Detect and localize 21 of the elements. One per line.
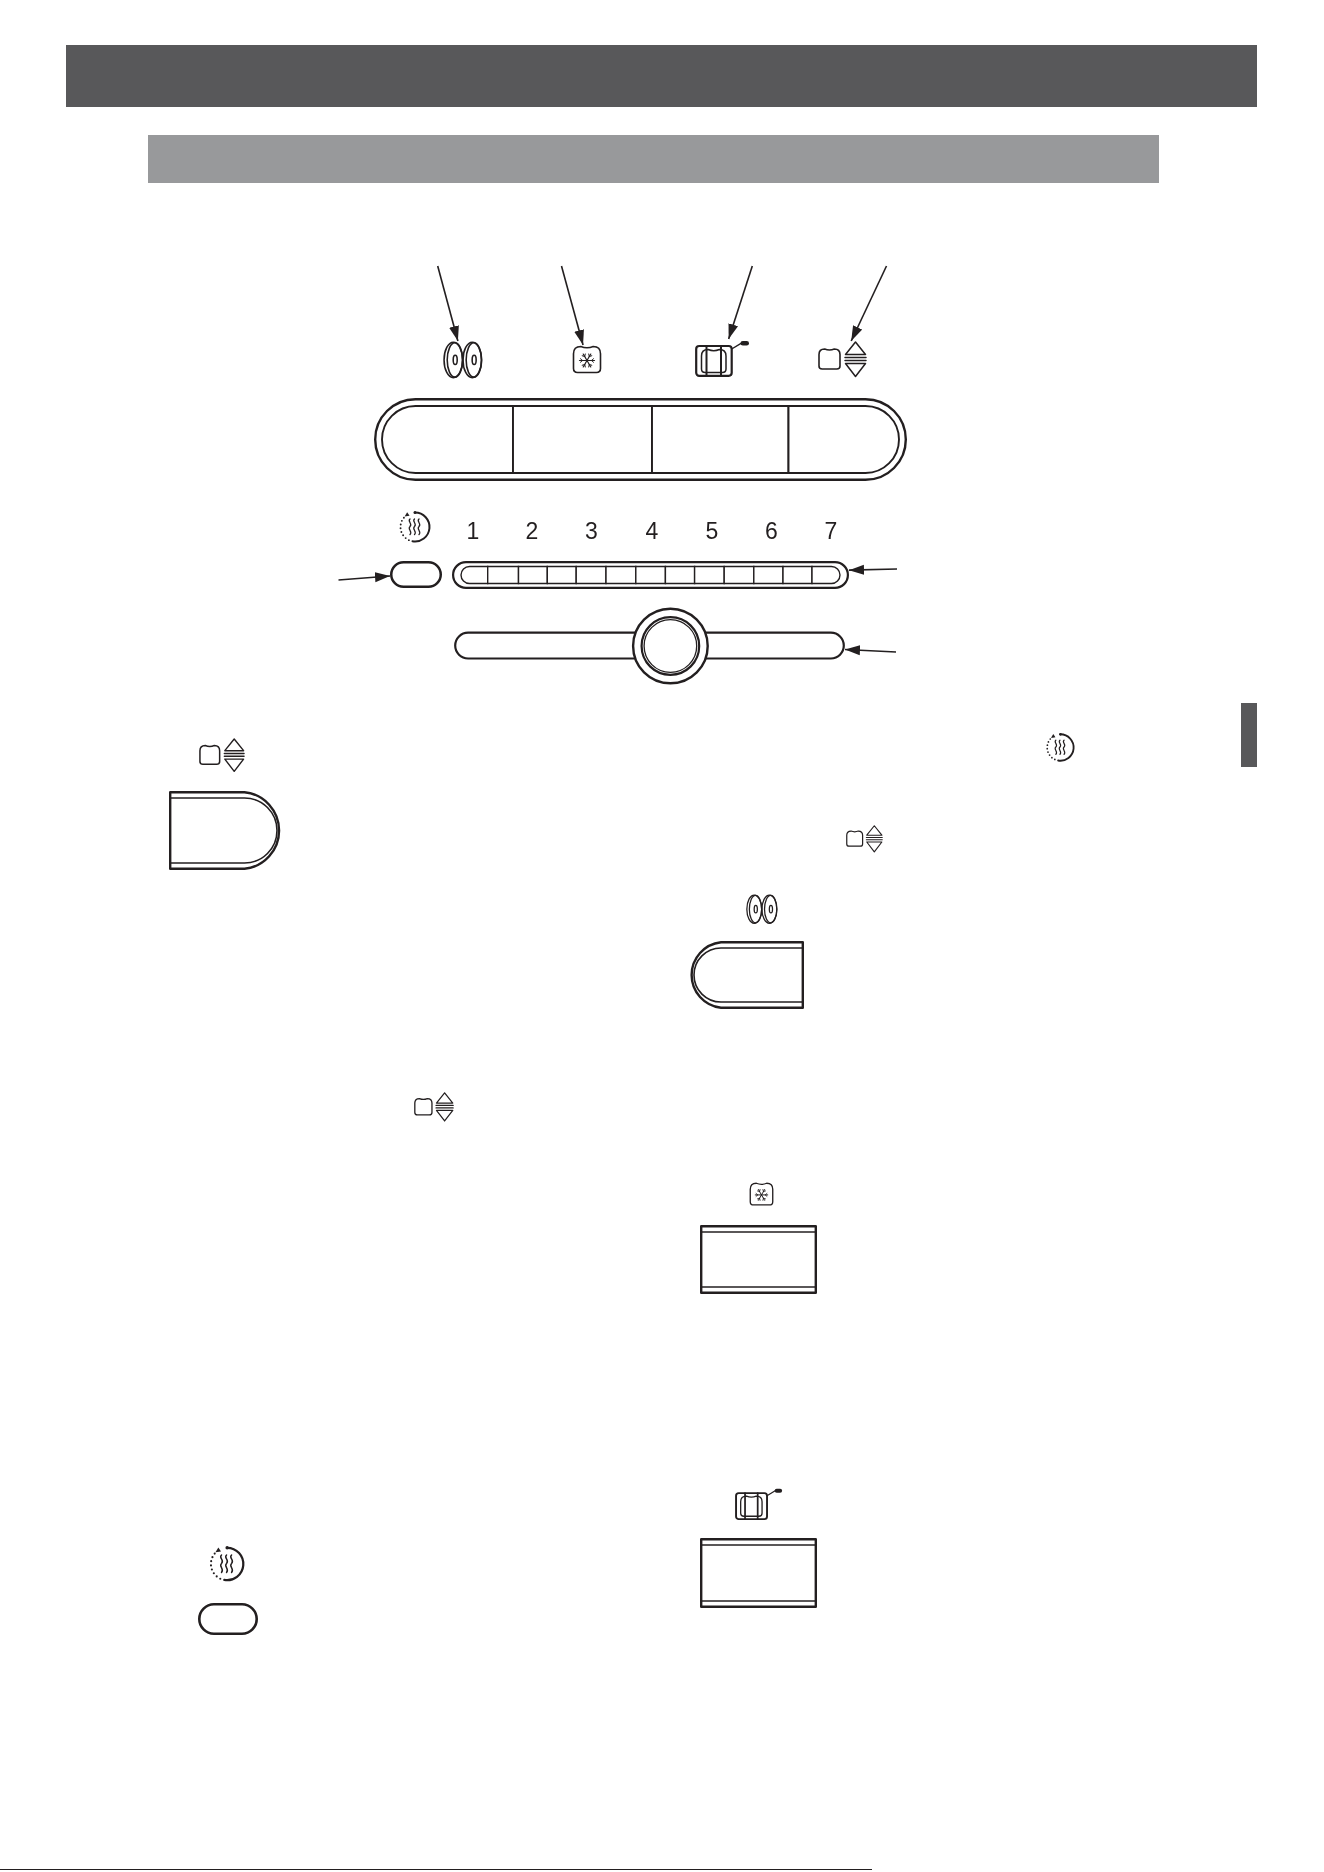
scale-number: 2 bbox=[525, 520, 539, 543]
scale-number: 5 bbox=[705, 520, 719, 543]
indicator-bar bbox=[452, 561, 849, 589]
scale-number: 6 bbox=[765, 520, 778, 543]
arrow bbox=[560, 265, 584, 346]
arrow bbox=[848, 564, 898, 575]
arrow bbox=[337, 572, 391, 583]
scale-number: 1 bbox=[466, 520, 480, 543]
snowflake-bread-icon bbox=[572, 345, 602, 374]
scale-number: 3 bbox=[585, 520, 598, 543]
bagel-icon bbox=[443, 341, 483, 379]
arrow bbox=[436, 265, 459, 342]
scale-number: 7 bbox=[824, 520, 838, 543]
arrow bbox=[727, 265, 754, 340]
scale-number: 4 bbox=[645, 520, 659, 543]
arrow bbox=[844, 645, 897, 656]
bread-up-down-icon bbox=[818, 341, 867, 378]
toast-lever-icon bbox=[695, 339, 750, 377]
pill-button bbox=[390, 561, 442, 588]
slider bbox=[454, 607, 845, 685]
arrow bbox=[850, 265, 888, 342]
